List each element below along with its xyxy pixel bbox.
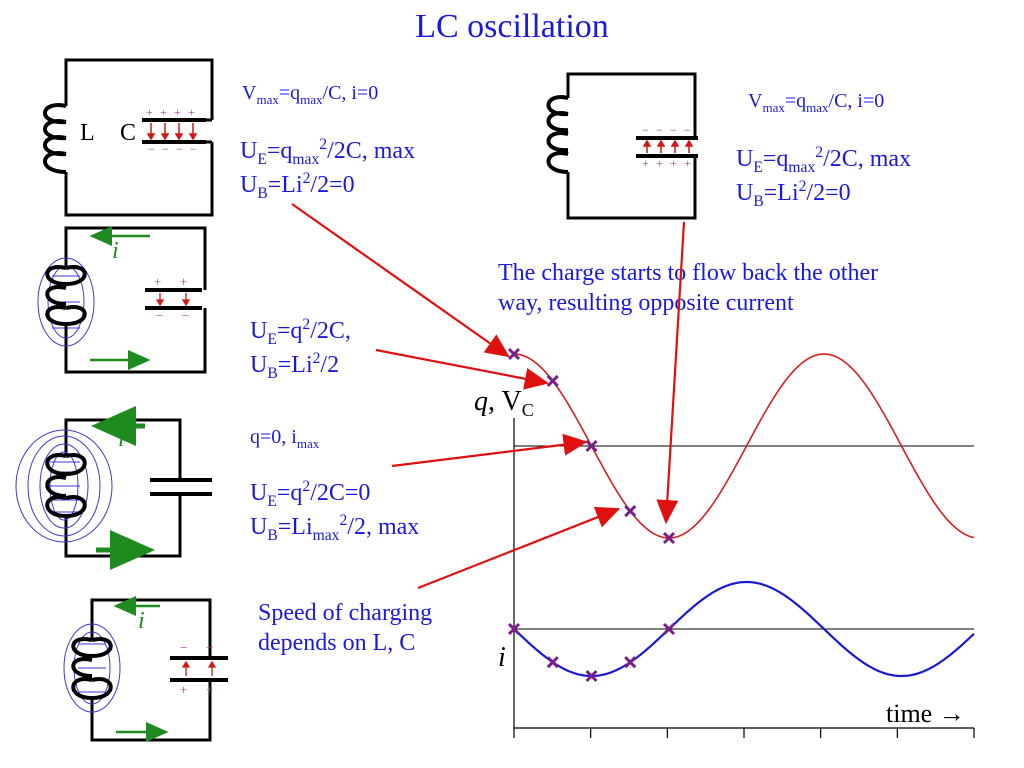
q-marker: [624, 504, 637, 518]
current-label: i: [112, 238, 119, 264]
svg-text:−: −: [176, 142, 183, 156]
charge-signs: + + − −: [154, 274, 189, 323]
i-marker: [507, 622, 521, 636]
svg-text:−: −: [656, 123, 663, 137]
i-marker: [624, 656, 637, 669]
ub-equation-top-right: UB=Li2/2=0: [736, 178, 851, 210]
q-zero-label: q=0, imax: [250, 426, 320, 451]
svg-text:+: +: [206, 682, 213, 697]
ue-equation-top-right: UE=qmax2/2C, max: [736, 144, 912, 176]
svg-text:+: +: [174, 105, 181, 119]
inductor-coil: [45, 264, 87, 336]
chart-markers: [507, 347, 676, 683]
svg-text:+: +: [160, 105, 167, 119]
circuit-2: i + + − −: [37, 226, 207, 374]
svg-text:−: −: [206, 640, 213, 655]
time-axis-label: time →: [886, 699, 965, 728]
inductor-coil: [43, 103, 67, 174]
i-axis-label: i: [498, 642, 506, 673]
chart-curves: [513, 353, 975, 678]
svg-text:+: +: [670, 156, 677, 170]
page-title: LC oscillation: [415, 8, 609, 45]
i-marker: [662, 622, 676, 636]
circuit-1: L C ++++ −−−−: [43, 58, 214, 217]
q-axis-label: q, VC: [474, 386, 534, 420]
svg-text:+: +: [656, 156, 663, 170]
chart-axes: [513, 418, 975, 738]
circuit-4: i − − + +: [63, 596, 228, 742]
field-arrows: [642, 139, 694, 153]
capacitor: [142, 118, 212, 144]
charging-speed-note: Speed of charging depends on L, C: [258, 600, 433, 656]
charge-signs: − − + +: [180, 640, 213, 697]
ub-equation-top-left: UB=Li2/2=0: [240, 170, 355, 202]
capacitor-label: C: [120, 120, 136, 146]
pointer-to-qmin: [656, 221, 686, 525]
field-arrows: [155, 293, 191, 307]
field-arrows: [146, 123, 198, 141]
ue-equation-mid: UE=q2/2C,: [250, 316, 351, 348]
svg-text:−: −: [190, 142, 197, 156]
pointer-to-mid-charge: [375, 348, 549, 390]
pointer-to-speed: [417, 506, 621, 590]
pointer-to-zero-charge: [391, 433, 588, 468]
capacitor: [145, 288, 202, 310]
inductor-label: L: [80, 120, 95, 146]
capacitor: [170, 656, 228, 682]
vmax-equation-top-left: Vmax=qmax/C, i=0: [242, 82, 379, 107]
svg-text:+: +: [684, 156, 691, 170]
svg-text:−: −: [182, 308, 189, 323]
vmax-equation-top-right: Vmax=qmax/C, i=0: [748, 90, 885, 115]
capacitor: [150, 478, 212, 496]
charge-flow-note: The charge starts to flow back the other…: [498, 260, 879, 316]
i-marker: [585, 669, 598, 683]
q-marker: [662, 531, 676, 545]
svg-text:+: +: [188, 105, 195, 119]
svg-text:+: +: [180, 274, 187, 289]
pointer-to-qmax: [291, 203, 510, 358]
ue-equation-low: UE=q2/2C=0: [250, 478, 371, 510]
svg-text:+: +: [642, 156, 649, 170]
capacitor: [636, 136, 698, 158]
circuit-5: −−−− ++++: [546, 72, 698, 220]
ub-equation-mid: UB=Li2/2: [250, 350, 340, 382]
current-label: i: [138, 608, 145, 634]
current-label: i: [118, 426, 125, 452]
field-arrows: [181, 660, 217, 676]
chart-labels: q, VC i time →: [474, 386, 965, 728]
charge-signs: ++++ −−−−: [146, 105, 197, 156]
field-lines: [15, 429, 113, 543]
svg-text:−: −: [148, 142, 155, 156]
svg-text:−: −: [670, 123, 677, 137]
svg-text:+: +: [154, 274, 161, 289]
circuit-3: i: [15, 406, 212, 570]
svg-text:−: −: [642, 123, 649, 137]
inductor-coil: [546, 95, 570, 192]
q-marker: [546, 374, 559, 388]
i-marker: [546, 656, 559, 669]
inductor-coil: [45, 453, 87, 519]
svg-text:−: −: [684, 123, 691, 137]
inductor-coil: [71, 636, 113, 701]
q-marker: [507, 347, 521, 361]
ue-equation-top-left: UE=qmax2/2C, max: [240, 136, 416, 168]
svg-text:+: +: [180, 682, 187, 697]
svg-text:−: −: [180, 640, 187, 655]
svg-text:−: −: [156, 308, 163, 323]
field-lines: [63, 623, 121, 713]
q-marker: [585, 439, 598, 453]
ub-equation-low: UB=Limax2/2, max: [250, 512, 420, 544]
svg-text:−: −: [162, 142, 169, 156]
pointer-arrows: [291, 203, 686, 590]
svg-text:+: +: [146, 105, 153, 119]
charge-signs: −−−− ++++: [642, 123, 691, 170]
